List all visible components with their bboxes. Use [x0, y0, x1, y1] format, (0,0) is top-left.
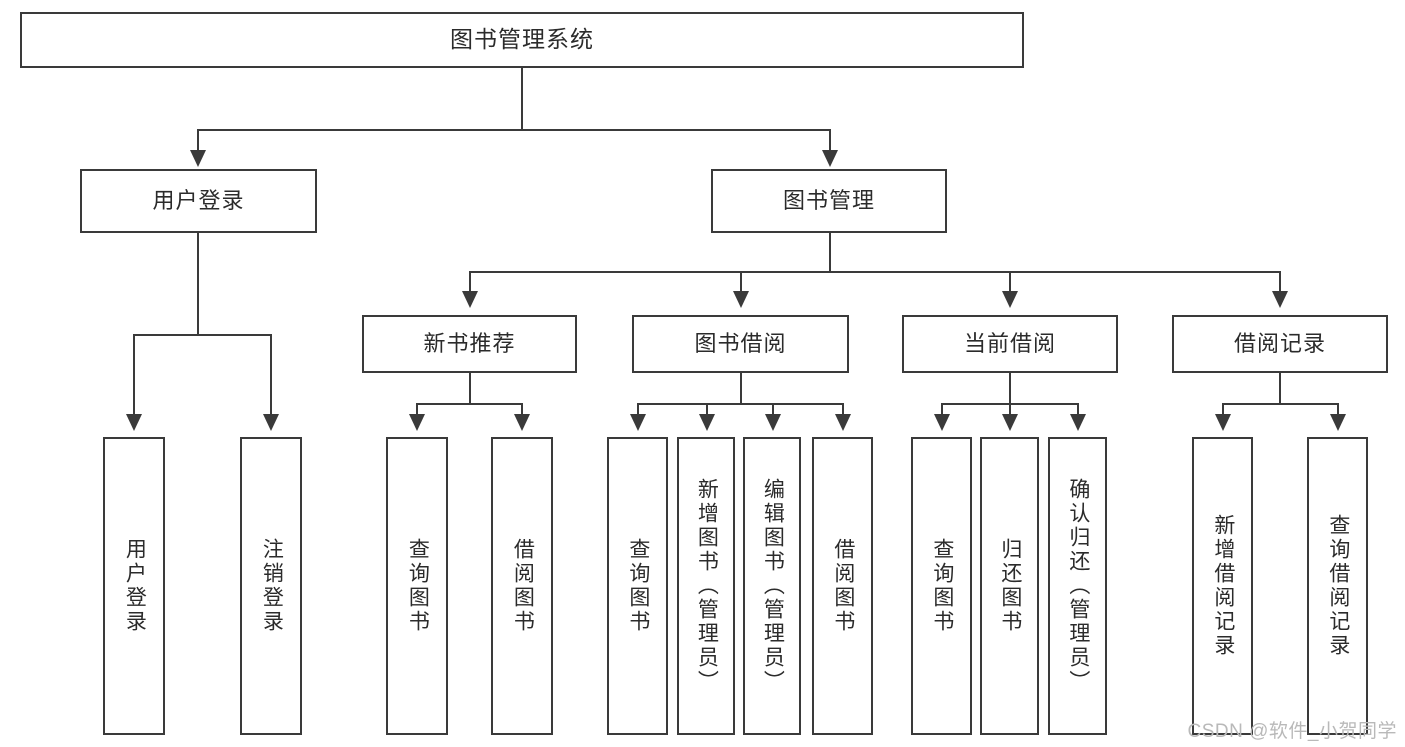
connector-book-management-bar	[469, 271, 1281, 273]
connector-bb-bar	[637, 403, 843, 405]
connector-br-stem	[1279, 373, 1281, 404]
node-user-login[interactable]: 用户登录	[80, 169, 317, 233]
arrowhead-cb-leaf-3	[1070, 414, 1086, 431]
leaf-label: 注销登录	[260, 538, 284, 634]
leaf-label: 查询图书	[406, 538, 430, 634]
connector-root-stem	[521, 68, 523, 130]
leaf-return-book[interactable]: 归还图书	[980, 437, 1039, 735]
arrowhead-bb-leaf-2	[699, 414, 715, 431]
connector-br-child-2	[1337, 403, 1339, 418]
arrowhead-bb-leaf-3	[765, 414, 781, 431]
leaf-label: 新增图书（管理员）	[695, 478, 719, 694]
connector-bm-to-borrow-record	[1279, 271, 1281, 295]
connector-bb-child-3	[772, 403, 774, 418]
leaf-label: 编辑图书（管理员）	[761, 478, 785, 694]
arrowhead-br-leaf-2	[1330, 414, 1346, 431]
arrowhead-leaf-logout	[263, 414, 279, 431]
arrowhead-cb-leaf-2	[1002, 414, 1018, 431]
connector-cb-stem	[1009, 373, 1011, 404]
node-new-book-recommend[interactable]: 新书推荐	[362, 315, 577, 373]
connector-user-login-stem	[197, 233, 199, 335]
arrowhead-current-borrow	[1002, 291, 1018, 308]
leaf-logout[interactable]: 注销登录	[240, 437, 302, 735]
leaf-query-book-nbr[interactable]: 查询图书	[386, 437, 448, 735]
connector-root-to-user-login	[197, 129, 199, 154]
connector-nbr-bar	[416, 403, 522, 405]
node-borrow-record[interactable]: 借阅记录	[1172, 315, 1388, 373]
arrowhead-cb-leaf-1	[934, 414, 950, 431]
connector-bb-child-2	[706, 403, 708, 418]
arrowhead-leaf-user-login	[126, 414, 142, 431]
leaf-label: 确认归还（管理员）	[1066, 478, 1090, 694]
leaf-label: 用户登录	[123, 538, 147, 634]
leaf-label: 查询图书	[930, 538, 954, 634]
leaf-user-login[interactable]: 用户登录	[103, 437, 165, 735]
connector-bm-to-book-borrow	[740, 271, 742, 295]
leaf-label: 查询借阅记录	[1326, 514, 1350, 658]
arrowhead-book-management	[822, 150, 838, 167]
leaf-query-book-cb[interactable]: 查询图书	[911, 437, 972, 735]
connector-cb-child-1	[941, 403, 943, 418]
connector-nbr-stem	[469, 373, 471, 404]
connector-root-to-book-management	[829, 129, 831, 154]
connector-br-child-1	[1222, 403, 1224, 418]
arrowhead-nbr-leaf-2	[514, 414, 530, 431]
node-current-borrow[interactable]: 当前借阅	[902, 315, 1118, 373]
arrowhead-br-leaf-1	[1215, 414, 1231, 431]
leaf-query-borrow-record[interactable]: 查询借阅记录	[1307, 437, 1368, 735]
leaf-add-book-admin[interactable]: 新增图书（管理员）	[677, 437, 735, 735]
leaf-label: 查询图书	[626, 538, 650, 634]
connector-user-login-child-1	[133, 334, 135, 418]
connector-cb-child-3	[1077, 403, 1079, 418]
connector-book-management-stem	[829, 233, 831, 272]
connector-user-login-child-2	[270, 334, 272, 418]
leaf-label: 归还图书	[998, 538, 1022, 634]
node-book-management[interactable]: 图书管理	[711, 169, 947, 233]
connector-user-login-bar	[133, 334, 270, 336]
leaf-edit-book-admin[interactable]: 编辑图书（管理员）	[743, 437, 801, 735]
leaf-label: 借阅图书	[511, 538, 535, 634]
arrowhead-bb-leaf-1	[630, 414, 646, 431]
connector-bb-child-1	[637, 403, 639, 418]
connector-bb-stem	[740, 373, 742, 404]
leaf-add-borrow-record[interactable]: 新增借阅记录	[1192, 437, 1253, 735]
connector-root-bar	[197, 129, 831, 131]
node-book-borrow[interactable]: 图书借阅	[632, 315, 849, 373]
arrowhead-borrow-record	[1272, 291, 1288, 308]
node-root-book-management-system[interactable]: 图书管理系统	[20, 12, 1024, 68]
leaf-borrow-book-bb[interactable]: 借阅图书	[812, 437, 873, 735]
leaf-confirm-return-admin[interactable]: 确认归还（管理员）	[1048, 437, 1107, 735]
arrowhead-user-login	[190, 150, 206, 167]
connector-nbr-child-2	[521, 403, 523, 418]
arrowhead-bb-leaf-4	[835, 414, 851, 431]
connector-nbr-child-1	[416, 403, 418, 418]
leaf-borrow-book-nbr[interactable]: 借阅图书	[491, 437, 553, 735]
connector-br-bar	[1222, 403, 1337, 405]
connector-bm-to-new-book	[469, 271, 471, 295]
arrowhead-nbr-leaf-1	[409, 414, 425, 431]
leaf-label: 新增借阅记录	[1211, 514, 1235, 658]
connector-bb-child-4	[842, 403, 844, 418]
leaf-label: 借阅图书	[831, 538, 855, 634]
arrowhead-book-borrow	[733, 291, 749, 308]
connector-bm-to-current-borrow	[1009, 271, 1011, 295]
leaf-query-book-bb[interactable]: 查询图书	[607, 437, 668, 735]
arrowhead-new-book-recommend	[462, 291, 478, 308]
connector-cb-child-2	[1009, 403, 1011, 418]
